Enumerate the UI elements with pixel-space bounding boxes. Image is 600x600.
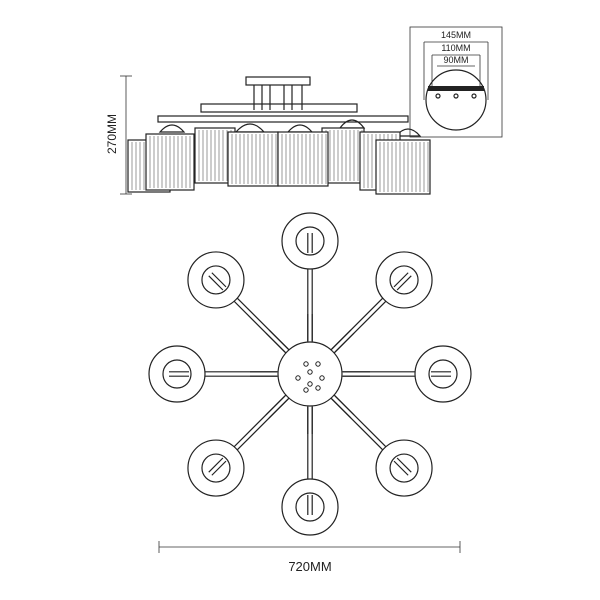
arm-edge: [265, 395, 286, 416]
shade-outer-ring: [281, 212, 339, 270]
width-dimension: 720MM: [158, 541, 461, 574]
arm-edge: [268, 329, 289, 350]
mount-screw: [303, 387, 309, 393]
shade-outer-ring: [148, 345, 206, 403]
shade-outer-ring: [414, 345, 472, 403]
shade-outer-ring: [375, 439, 433, 497]
shade-outer-ring: [375, 251, 433, 309]
arm-end: [393, 460, 409, 476]
shade-inner-ring: [162, 359, 192, 389]
shade-outer-ring: [187, 251, 245, 309]
arm-edge: [334, 332, 355, 353]
mounting-bar: [428, 86, 484, 91]
shade-inner-ring: [389, 453, 419, 483]
detail-inner-label: 90MM: [443, 55, 468, 65]
arm-edge: [334, 395, 355, 416]
arm-end: [208, 275, 224, 291]
detail-view: 145MM 110MM 90MM: [409, 26, 503, 138]
shade-inner-ring: [295, 226, 325, 256]
arm-edge: [331, 398, 352, 419]
mount-screw: [307, 381, 313, 387]
lamp-holder: [234, 123, 266, 133]
canopy-plate: [245, 76, 311, 86]
arm-end: [211, 460, 227, 476]
detail-middle-label: 110MM: [441, 43, 470, 53]
mount-screw: [303, 361, 309, 367]
lamp-holder: [158, 124, 186, 133]
detail-outer-label: 145MM: [441, 30, 471, 40]
arm-end: [208, 457, 224, 473]
arm-edge: [331, 329, 352, 350]
mount-screw: [319, 375, 325, 381]
shade-outer-ring: [281, 478, 339, 536]
arm-edge: [268, 398, 289, 419]
arm-edge: [265, 332, 286, 353]
arm-end: [393, 272, 409, 288]
shade-inner-ring: [428, 359, 458, 389]
mount-screw: [295, 375, 301, 381]
screw-point: [435, 93, 441, 99]
side-elevation: [127, 76, 431, 195]
frame-bar-lower: [157, 115, 409, 123]
screw-point: [471, 93, 477, 99]
height-dimension: 270MM: [105, 75, 132, 195]
lamp-shade: [277, 131, 329, 187]
mount-screw: [315, 361, 321, 367]
arm-end: [396, 275, 412, 291]
arm-end: [396, 457, 412, 473]
height-label: 270MM: [105, 114, 119, 154]
shade-outer-ring: [187, 439, 245, 497]
shade-inner-ring: [389, 265, 419, 295]
lamp-holder: [338, 119, 366, 129]
arm-end: [211, 272, 227, 288]
mount-screw: [307, 369, 313, 375]
lamp-shade: [375, 139, 431, 195]
shade-inner-ring: [201, 265, 231, 295]
width-label: 720MM: [288, 559, 331, 574]
top-plan-view: [148, 212, 472, 536]
frame-bar-upper: [200, 103, 358, 113]
mount-screw: [315, 385, 321, 391]
lamp-holder: [286, 124, 314, 133]
lamp-shade: [227, 131, 279, 187]
shade-inner-ring: [201, 453, 231, 483]
detail-frame: [409, 26, 503, 138]
shade-section-circle: [425, 69, 487, 131]
screw-point: [453, 93, 459, 99]
shade-inner-ring: [295, 492, 325, 522]
